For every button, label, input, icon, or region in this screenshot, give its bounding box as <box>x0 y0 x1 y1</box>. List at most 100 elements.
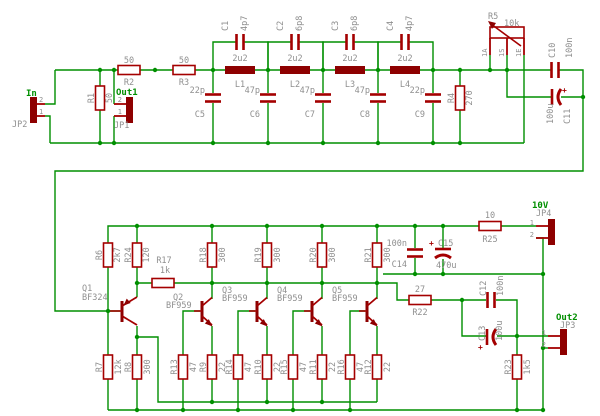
resistor-R19[interactable] <box>261 242 273 268</box>
wire[interactable] <box>107 225 536 243</box>
wire[interactable] <box>409 41 434 70</box>
capacitor-C5[interactable] <box>205 93 221 103</box>
capacitor-C13[interactable] <box>485 328 498 346</box>
label-C1: C1 <box>221 21 231 31</box>
wire[interactable] <box>349 310 365 355</box>
resistor-R7[interactable] <box>102 354 114 380</box>
inductor-L4[interactable] <box>390 66 420 74</box>
wire[interactable] <box>322 41 346 70</box>
capacitor-C6[interactable] <box>260 93 276 103</box>
resistor-R12[interactable] <box>371 354 383 380</box>
potentiometer-R5[interactable] <box>488 21 525 55</box>
label-100n: 100n <box>387 239 407 249</box>
resistor-body <box>94 85 106 111</box>
junction-dot <box>134 280 140 286</box>
label-47p: 47p <box>355 86 370 96</box>
capacitor-C1[interactable] <box>235 34 245 50</box>
pot-body <box>489 26 525 39</box>
capacitor-C14[interactable] <box>407 248 423 258</box>
collector-lead <box>256 296 268 307</box>
jumper-JP2-In[interactable] <box>30 97 45 123</box>
capacitor-C8[interactable] <box>370 93 386 103</box>
capacitor-C11[interactable] <box>550 88 563 106</box>
resistor-body <box>117 64 141 76</box>
transistor-Q5[interactable] <box>359 296 378 327</box>
resistor-body <box>408 294 432 306</box>
transistor-Q3[interactable] <box>249 296 268 327</box>
capacitor-C9[interactable] <box>425 93 441 103</box>
junction-dot <box>210 140 216 146</box>
resistor-R15[interactable] <box>287 354 299 380</box>
resistor-R11[interactable] <box>316 354 328 380</box>
resistor-R2[interactable] <box>117 64 141 76</box>
resistor-R18[interactable] <box>206 242 218 268</box>
capacitor-C2[interactable] <box>290 34 300 50</box>
resistor-R9[interactable] <box>206 354 218 380</box>
resistor-body <box>206 354 218 380</box>
resistor-R24[interactable] <box>131 242 143 268</box>
wire[interactable] <box>267 41 291 70</box>
transistor-Q4[interactable] <box>304 296 323 327</box>
resistor-R25[interactable] <box>478 220 502 232</box>
resistor-R10[interactable] <box>261 354 273 380</box>
resistor-R16[interactable] <box>344 354 356 380</box>
wire[interactable] <box>536 237 544 410</box>
resistor-R1[interactable] <box>94 85 106 111</box>
label-BF324: BF324 <box>82 293 108 303</box>
label-1S: 1S <box>498 49 506 57</box>
transistor-Q2[interactable] <box>194 296 213 327</box>
resistor-R13[interactable] <box>177 354 189 380</box>
resistor-body <box>511 354 523 380</box>
wire[interactable] <box>182 310 200 355</box>
inductor-L1[interactable] <box>225 66 255 74</box>
label-10k: 10k <box>504 19 519 29</box>
label-50: 50 <box>105 93 115 103</box>
wire[interactable] <box>506 70 551 98</box>
resistor-R22[interactable] <box>408 294 432 306</box>
resistor-R8[interactable] <box>131 354 143 380</box>
wire[interactable] <box>45 70 56 105</box>
transistor-Q1[interactable] <box>108 296 138 326</box>
capacitor-C15[interactable] <box>434 247 452 260</box>
resistor-R17[interactable] <box>151 277 175 289</box>
resistor-R14[interactable] <box>232 354 244 380</box>
resistor-body <box>478 220 502 232</box>
resistor-R23[interactable] <box>511 354 523 380</box>
wire[interactable] <box>212 41 236 70</box>
wire[interactable] <box>45 115 51 143</box>
wire[interactable] <box>137 282 486 301</box>
junction-dot <box>457 67 463 73</box>
label-300: 300 <box>218 247 228 262</box>
jumper-JP3-Out2[interactable] <box>548 329 567 355</box>
label-2u2: 2u2 <box>232 54 247 64</box>
inductor-L3[interactable] <box>335 66 365 74</box>
label-2: 2 <box>118 96 122 104</box>
wire[interactable] <box>237 310 255 355</box>
wire[interactable] <box>461 300 486 337</box>
junction-dot <box>264 399 270 405</box>
jumper-JP4-10V[interactable] <box>536 219 555 245</box>
resistor-R21[interactable] <box>371 242 383 268</box>
capacitor-C12[interactable] <box>486 292 496 308</box>
resistor-body <box>316 242 328 268</box>
resistor-R20[interactable] <box>316 242 328 268</box>
capacitor-C7[interactable] <box>315 93 331 103</box>
jumper-JP1-Out1[interactable] <box>114 97 133 123</box>
label-27: 27 <box>415 285 425 295</box>
capacitor-C3[interactable] <box>345 34 355 50</box>
capacitor-C4[interactable] <box>400 34 410 50</box>
inductor-L2[interactable] <box>280 66 310 74</box>
resistor-R6[interactable] <box>102 242 114 268</box>
resistor-R4[interactable] <box>454 85 466 111</box>
wire[interactable] <box>54 69 584 312</box>
wire[interactable] <box>496 299 518 336</box>
wire[interactable] <box>377 41 401 70</box>
junctions-layer <box>97 67 586 413</box>
label-C9: C9 <box>415 110 425 120</box>
resistor-R3[interactable] <box>172 64 196 76</box>
junction-dot <box>347 407 353 413</box>
capacitor-C10[interactable] <box>550 62 560 78</box>
wire[interactable] <box>292 310 310 355</box>
